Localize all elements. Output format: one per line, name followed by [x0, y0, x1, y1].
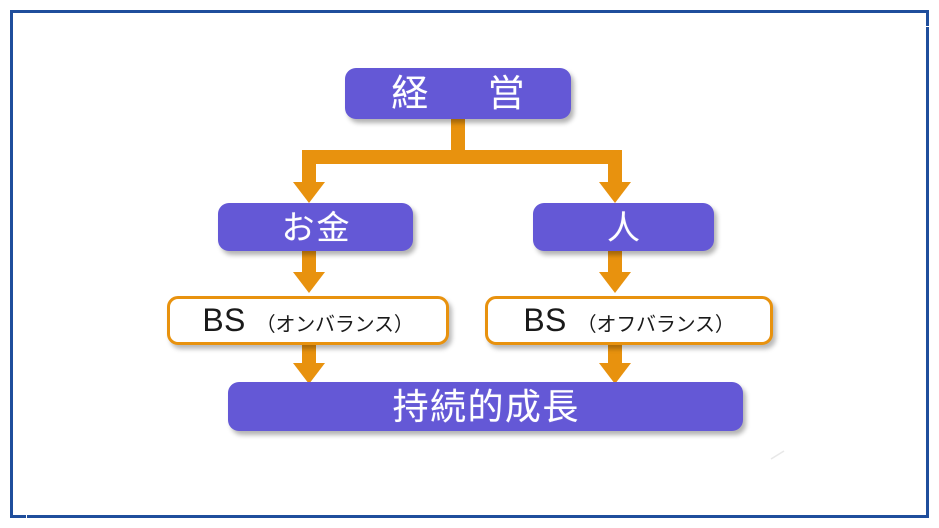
connector-management-stem [451, 117, 465, 155]
arrowhead-to-growth-right-icon [599, 363, 631, 384]
node-bs-on-balance-main: BS [202, 302, 246, 338]
node-bs-on-balance-label: BS （オンバランス） [202, 302, 414, 339]
connector-drop-to-money [302, 150, 316, 185]
node-people: 人 [533, 203, 714, 251]
node-sustainable-growth: 持続的成長 [228, 382, 743, 431]
arrowhead-to-people-icon [599, 182, 631, 203]
arrowhead-to-growth-left-icon [293, 363, 325, 384]
node-sustainable-growth-label: 持続的成長 [392, 385, 580, 427]
connector-bs-off-to-growth [608, 344, 622, 366]
arrowhead-to-bs-on-icon [293, 272, 325, 293]
node-bs-off-balance-sub: （オフバランス） [576, 314, 735, 336]
connector-people-to-bs-off [608, 250, 622, 275]
connector-horizontal-bus [302, 150, 622, 164]
connector-money-to-bs-on [302, 250, 316, 275]
node-bs-off-balance-label: BS （オフバランス） [523, 302, 735, 339]
node-bs-off-balance: BS （オフバランス） [485, 296, 773, 345]
connector-bs-on-to-growth [302, 344, 316, 366]
node-management: 経 営 [345, 68, 571, 119]
arrowhead-to-bs-off-icon [599, 272, 631, 293]
node-money-label: お金 [281, 208, 352, 246]
stray-pencil-mark-icon [770, 450, 785, 460]
connector-drop-to-people [608, 150, 622, 185]
node-bs-on-balance: BS （オンバランス） [167, 296, 449, 345]
node-people-label: 人 [607, 208, 640, 246]
node-bs-off-balance-main: BS [523, 302, 567, 338]
arrowhead-to-money-icon [293, 182, 325, 203]
node-management-label: 経 営 [391, 73, 536, 114]
node-bs-on-balance-sub: （オンバランス） [255, 314, 414, 336]
node-money: お金 [218, 203, 413, 251]
